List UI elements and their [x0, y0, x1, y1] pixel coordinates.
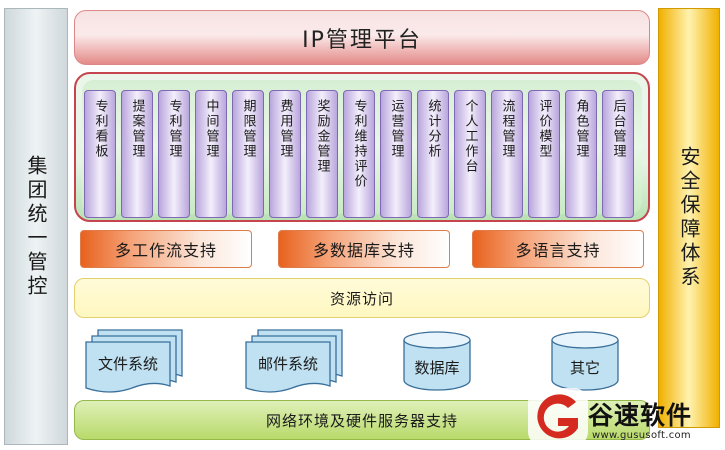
- module-label: 提案管理: [129, 99, 145, 159]
- module-12: 评价模型: [528, 90, 560, 218]
- language-support: 多语言支持: [472, 230, 644, 268]
- module-label: 评价模型: [536, 99, 552, 159]
- module-2: 专利管理: [158, 90, 190, 218]
- module-1: 提案管理: [121, 90, 153, 218]
- module-9: 统计分析: [417, 90, 449, 218]
- module-11: 流程管理: [491, 90, 523, 218]
- stacked-documents-icon: [85, 329, 183, 393]
- module-14: 后台管理: [602, 90, 634, 218]
- watermark-logo-icon: [528, 388, 588, 446]
- module-13: 角色管理: [565, 90, 597, 218]
- module-3: 中间管理: [195, 90, 227, 218]
- watermark-brand: 谷速软件: [588, 401, 693, 430]
- module-8: 运营管理: [380, 90, 412, 218]
- module-label: 中间管理: [203, 99, 219, 159]
- module-label: 后台管理: [610, 99, 626, 159]
- database-cylinder-icon: [403, 331, 471, 391]
- other-label: 其它: [569, 358, 600, 377]
- module-label: 运营管理: [388, 99, 404, 159]
- module-6: 奖励金管理: [306, 90, 338, 218]
- resource-access-bar: 资源访问: [74, 278, 650, 318]
- module-label: 期限管理: [240, 99, 256, 159]
- platform-title: IP管理平台: [74, 10, 650, 65]
- module-label: 专利管理: [166, 99, 182, 159]
- watermark-url: www.gususoft.com: [592, 430, 691, 441]
- left-pillar-label: 集团统一管控: [24, 154, 48, 299]
- file-system-store: 文件系统: [84, 328, 184, 394]
- file-system-label: 文件系统: [97, 354, 158, 373]
- right-pillar: 安全保障体系: [658, 8, 720, 428]
- module-0: 专利看板: [84, 90, 116, 218]
- module-label: 流程管理: [499, 99, 515, 159]
- modules-container: 专利看板 提案管理 专利管理 中间管理 期限管理 费用管理 奖励金管理 专利维持…: [74, 72, 650, 222]
- module-10: 个人工作台: [454, 90, 486, 218]
- module-7: 专利维持评价: [343, 90, 375, 218]
- left-pillar: 集团统一管控: [4, 8, 68, 445]
- module-label: 角色管理: [573, 99, 589, 159]
- module-label: 统计分析: [425, 99, 441, 159]
- module-label: 费用管理: [277, 99, 293, 159]
- mail-system-store: 邮件系统: [244, 328, 344, 394]
- module-label: 专利维持评价: [351, 99, 367, 189]
- database-label: 数据库: [414, 358, 460, 377]
- other-store: 其它: [550, 330, 620, 392]
- module-5: 费用管理: [269, 90, 301, 218]
- module-4: 期限管理: [232, 90, 264, 218]
- database-support: 多数据库支持: [278, 230, 450, 268]
- database-cylinder-icon: [551, 331, 619, 391]
- workflow-support: 多工作流支持: [80, 230, 252, 268]
- stacked-documents-icon: [245, 329, 343, 393]
- module-label: 奖励金管理: [314, 99, 330, 174]
- module-label: 专利看板: [92, 99, 108, 159]
- mail-system-label: 邮件系统: [257, 354, 318, 373]
- right-pillar-label: 安全保障体系: [677, 146, 701, 290]
- module-label: 个人工作台: [462, 99, 478, 174]
- database-store: 数据库: [402, 330, 472, 392]
